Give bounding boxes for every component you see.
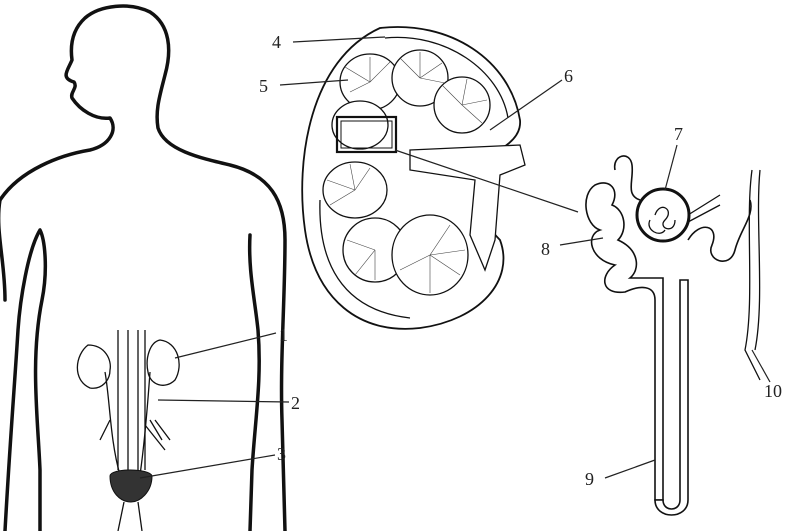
label-6: 6 <box>564 66 573 86</box>
label-9: 9 <box>585 469 594 489</box>
label-10: 10 <box>764 381 782 401</box>
label-8: 8 <box>541 239 550 259</box>
label-1: 1 <box>279 325 288 345</box>
label-4: 4 <box>272 32 281 52</box>
urinary-organs-in-body <box>76 330 180 531</box>
label-2: 2 <box>291 393 300 413</box>
kidney-cross-section <box>301 26 579 330</box>
label-7: 7 <box>674 124 683 144</box>
leader-lines <box>139 36 771 479</box>
nephron <box>585 155 761 516</box>
label-3: 3 <box>277 444 286 464</box>
label-5: 5 <box>259 76 268 96</box>
human-body-silhouette <box>0 4 287 531</box>
highlight-box <box>335 115 398 154</box>
